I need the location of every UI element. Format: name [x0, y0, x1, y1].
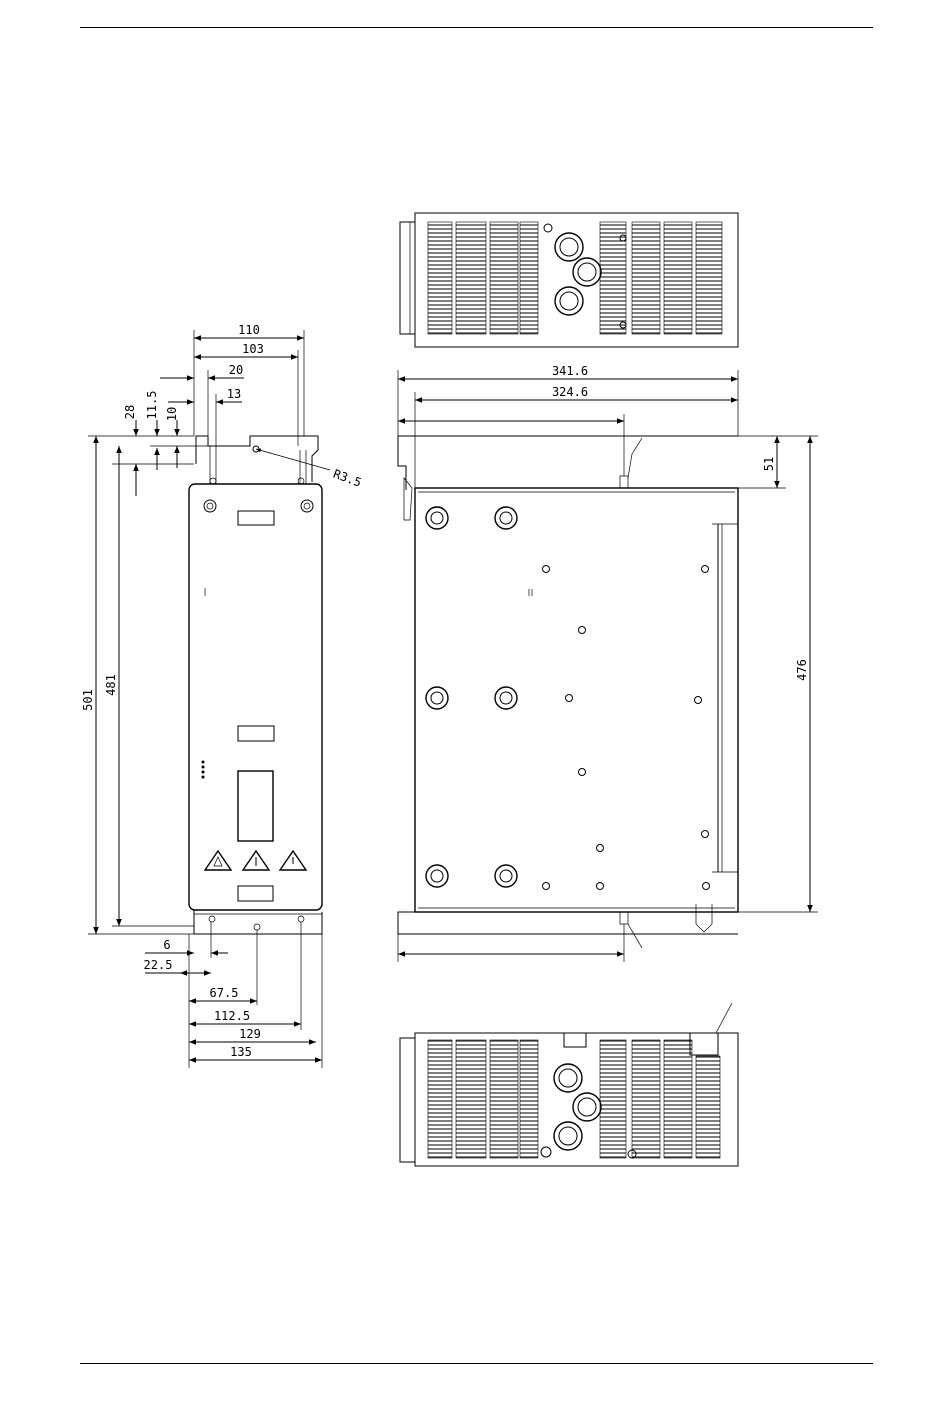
- side-dimensions: 341.6 324.6 51 476: [398, 364, 818, 962]
- dim-341-6: 341.6: [552, 364, 588, 378]
- dim-22-5: 22.5: [144, 958, 173, 972]
- dim-51: 51: [762, 457, 776, 471]
- front-dimensions: 110 103 20 13 28 11.5 10 R3.5 501 481: [81, 323, 363, 1068]
- dim-476: 476: [795, 659, 809, 681]
- top-view: [400, 213, 738, 347]
- dim-324-6: 324.6: [552, 385, 588, 399]
- dim-110: 110: [238, 323, 260, 337]
- dim-481: 481: [104, 674, 118, 696]
- dim-28: 28: [123, 405, 137, 419]
- dim-135: 135: [230, 1045, 252, 1059]
- dim-r3-5: R3.5: [331, 467, 363, 490]
- dim-501: 501: [81, 689, 95, 711]
- dim-103: 103: [242, 342, 264, 356]
- dim-13: 13: [227, 387, 241, 401]
- dim-10: 10: [165, 407, 179, 421]
- bottom-view: [400, 1003, 738, 1166]
- front-view: [189, 436, 322, 1030]
- dim-129: 129: [239, 1027, 261, 1041]
- dim-112-5: 112.5: [214, 1009, 250, 1023]
- dim-6: 6: [163, 938, 170, 952]
- side-view: [398, 436, 738, 948]
- dim-20: 20: [229, 363, 243, 377]
- dim-67-5: 67.5: [210, 986, 239, 1000]
- dim-11-5: 11.5: [145, 391, 159, 420]
